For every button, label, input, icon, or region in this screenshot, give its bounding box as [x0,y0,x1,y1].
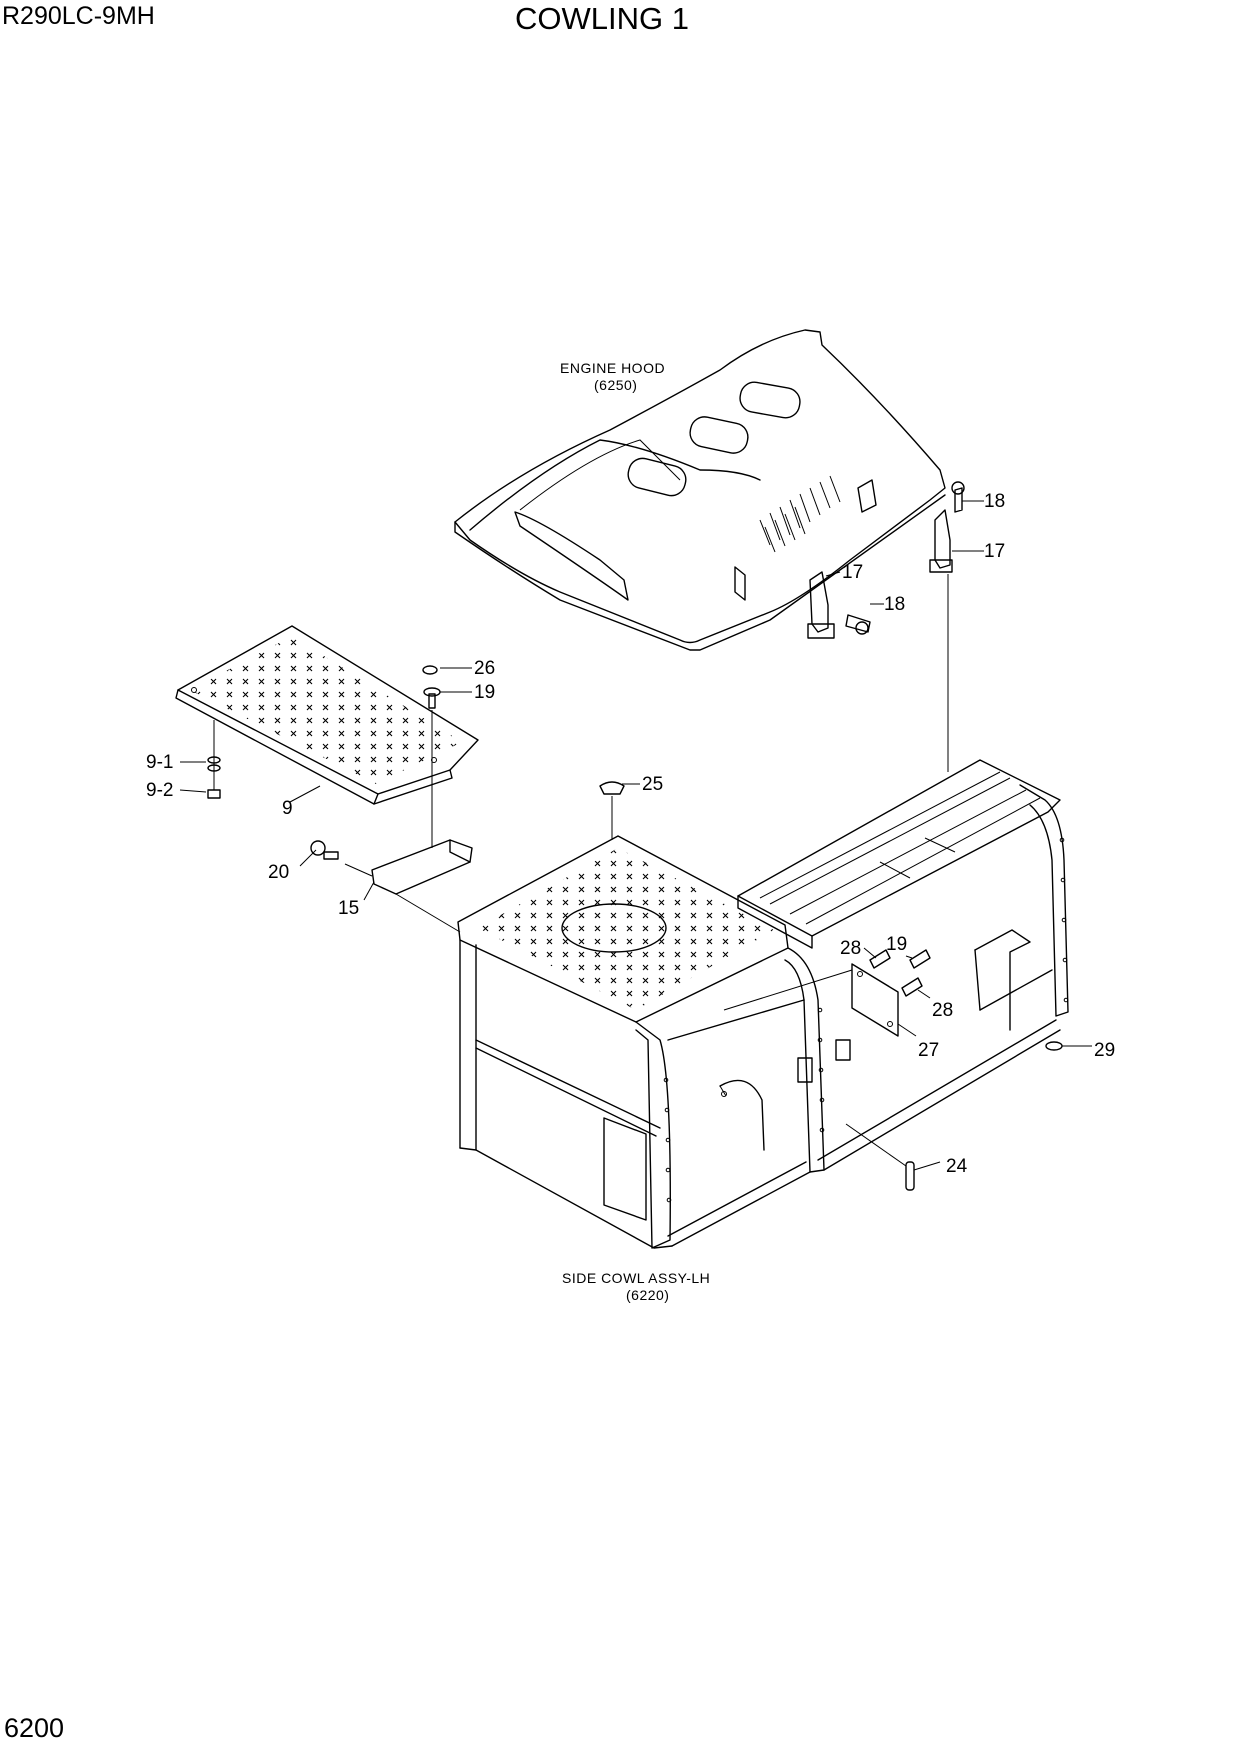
hood-latch-left [807,571,871,639]
step-plate [175,625,479,805]
callout-9: 9 [282,798,293,819]
leader-lines [179,500,1092,1171]
callout-9-2: 9-2 [146,780,173,801]
callout-24: 24 [946,1156,968,1177]
side-cowl-ref: (6220) [626,1287,669,1303]
callout-20: 20 [268,862,289,883]
engine-hood-label: ENGINE HOOD [560,360,665,376]
plate-27 [851,963,899,1037]
bolts-28-19 [869,949,931,997]
bolt-stack-26-19 [422,665,441,709]
callout-15: 15 [338,898,359,919]
bolt-20 [310,840,339,860]
page-number: 6200 [4,1713,65,1743]
callout-19: 19 [886,934,907,955]
callout-28: 28 [932,1000,953,1021]
bracket [371,839,473,895]
washer-29 [1045,1041,1063,1051]
callout-28: 28 [840,938,861,959]
callout-18: 18 [884,594,905,615]
hood-latch-right [929,481,965,573]
callout-17: 17 [984,541,1005,562]
clip-24 [905,1161,915,1191]
callout-9-1: 9-1 [146,752,173,773]
engine-hood-ref: (6250) [594,377,637,393]
callout-29: 29 [1094,1040,1115,1061]
side-cowl-frame [457,759,1069,1249]
diagram-title: COWLING 1 [515,1,689,36]
engine-hood [454,329,946,651]
side-cowl-label: SIDE COWL ASSY-LH [562,1270,710,1286]
cap-25 [599,781,625,795]
callout-25: 25 [642,774,663,795]
callout-17: 17 [842,562,863,583]
model-number: R290LC-9MH [2,2,155,30]
callout-19: 19 [474,682,495,703]
callout-26: 26 [474,658,495,679]
callout-18: 18 [984,491,1005,512]
callout-27: 27 [918,1040,939,1061]
